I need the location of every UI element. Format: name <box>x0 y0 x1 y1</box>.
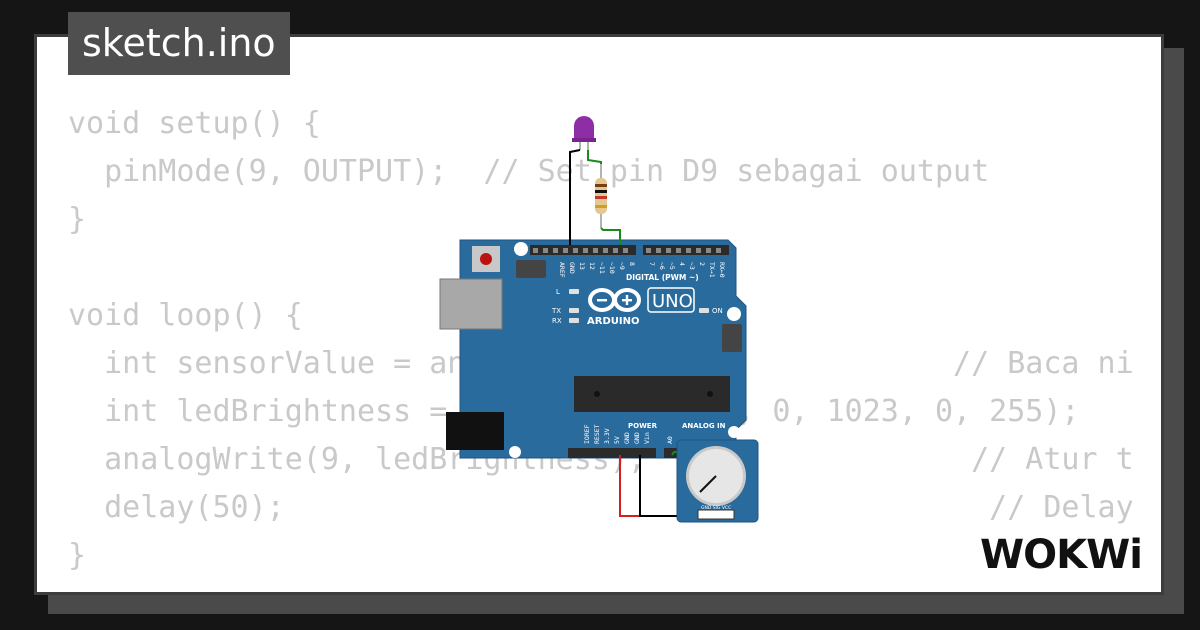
usb-port <box>439 278 503 330</box>
code-line: delay(50); // Delay 50 <box>68 490 1132 525</box>
power-header <box>568 448 656 458</box>
led-on <box>699 308 709 313</box>
pin-label: ~5 <box>668 262 676 270</box>
pin-label: 4 <box>678 262 686 266</box>
led-rx <box>569 318 579 323</box>
pin-label: TX→1 <box>708 262 716 278</box>
pin-label: IOREF <box>583 424 591 444</box>
pin-label: ~11 <box>598 262 606 274</box>
reset-button-cap <box>480 253 492 265</box>
pin-label: 3.3V <box>603 428 611 444</box>
digital-label: DIGITAL (PWM ~) <box>626 273 699 282</box>
mounting-hole <box>728 426 740 438</box>
mounting-hole <box>727 307 741 321</box>
wokwi-logo: WOKWi <box>980 532 1143 578</box>
pin-label: 2 <box>698 262 706 266</box>
pin-label: ~9 <box>618 262 626 270</box>
led-label: L <box>556 288 560 296</box>
pin-label: 8 <box>628 262 636 266</box>
led-label: TX <box>551 307 561 315</box>
code-line: void loop() { <box>68 298 303 333</box>
pin-label: GND <box>633 432 641 444</box>
icsp-header <box>516 260 546 278</box>
potentiometer[interactable]: GND SIG VCC <box>676 439 759 523</box>
pin-label: ~10 <box>608 262 616 274</box>
circuit-diagram: AREF GND 13 12 ~11 ~10 ~9 8 7 ~6 ~5 4 ~3… <box>439 116 759 523</box>
potentiometer-pointer <box>699 475 717 493</box>
led-label: RX <box>552 317 562 325</box>
uno-badge <box>647 287 695 313</box>
led-component[interactable] <box>572 116 596 152</box>
mounting-hole <box>509 446 521 458</box>
resistor-component[interactable] <box>595 164 607 228</box>
code-line: } <box>68 538 87 573</box>
pin-label: 7 <box>648 262 656 266</box>
led-label: ON <box>712 307 723 315</box>
pin-label: ~3 <box>688 262 696 270</box>
pin-label: ~6 <box>658 262 666 270</box>
pin-label: 13 <box>578 262 586 270</box>
led-l <box>569 289 579 294</box>
pin-label: Vin <box>643 432 651 444</box>
pot-pin-labels: GND SIG VCC <box>701 505 731 511</box>
wire-black[interactable] <box>569 149 581 245</box>
pin-label: RX←0 <box>718 262 726 278</box>
pin-label: A0 <box>666 436 674 444</box>
sketch-title: sketch.ino <box>68 12 290 75</box>
code-line: pinMode(9, OUTPUT); // Set pin D9 sebaga… <box>68 154 990 189</box>
code-line: void setup() { <box>68 106 321 141</box>
analog-label: ANALOG IN <box>682 422 726 430</box>
arduino-uno-board[interactable]: AREF GND 13 12 ~11 ~10 ~9 8 7 ~6 ~5 4 ~3… <box>439 239 747 459</box>
wokwi-logo-text: WOKWi <box>980 532 1142 578</box>
code-line: } <box>68 202 87 237</box>
pin-label: RESET <box>593 424 601 444</box>
pin-label: GND <box>568 262 576 274</box>
led-tx <box>569 308 579 313</box>
mounting-hole <box>514 242 528 256</box>
wire-green[interactable] <box>587 150 602 164</box>
wire-green[interactable] <box>600 227 621 245</box>
pin-label: 5V <box>613 436 621 444</box>
power-jack <box>446 412 504 450</box>
board-brand: ARDUINO <box>587 316 639 327</box>
board-name: UNO <box>652 291 693 312</box>
pin-label: 12 <box>588 262 596 270</box>
pin-label: AREF <box>558 262 566 278</box>
arduino-logo <box>588 288 641 312</box>
led-body <box>574 116 594 140</box>
power-label: POWER <box>628 422 658 430</box>
icsp-header <box>722 324 742 352</box>
pin-label: GND <box>623 432 631 444</box>
